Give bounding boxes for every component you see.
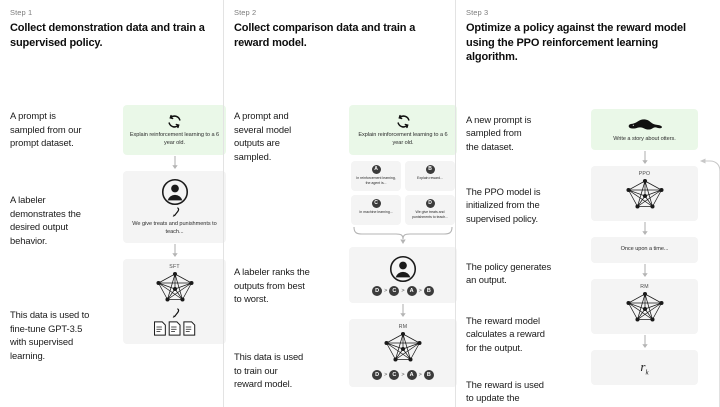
rm-rank-chip-4: B — [423, 369, 434, 380]
step-3-column: Step 3 Optimize a policy against the rew… — [455, 0, 720, 407]
ppo-model-caption: PPO — [638, 171, 651, 178]
step-3-note-1: A new prompt is sampled from the dataset… — [466, 113, 532, 152]
output-card-c[interactable]: C In machine learning... — [351, 194, 401, 225]
labeler-ranking: D > C > A > B — [355, 285, 451, 296]
step-2-title: Collect comparison data and train a rewa… — [234, 22, 416, 49]
rm-model-caption-step2: RM — [398, 323, 408, 330]
step-3-note-4: The reward model calculates a reward for… — [466, 314, 545, 353]
output-card-b[interactable]: B Explain reward... — [405, 160, 455, 191]
arrow-1-2 — [123, 243, 226, 259]
rank-chip-3: A — [406, 285, 417, 296]
output-text-c: In machine learning... — [359, 209, 393, 214]
step-2-note-2: A labeler ranks the outputs from best to… — [234, 266, 310, 305]
rm-model-card-step3[interactable]: RM — [591, 279, 698, 335]
rank-chip-4: B — [423, 285, 434, 296]
rm-rank-chip-3: A — [406, 369, 417, 380]
output-letter-a: A — [371, 164, 381, 174]
step-1-note-3: This data is used to fine-tune GPT-3.5 w… — [10, 309, 90, 361]
person-icon — [129, 178, 220, 206]
step-1-column: Step 1 Collect demonstration data and tr… — [0, 0, 226, 407]
step-1-flow: Explain reinforcement learning to a 6 ye… — [123, 105, 226, 345]
neural-net-icon — [129, 271, 220, 307]
sampled-outputs-grid: A In reinforcement learning, the agent i… — [349, 160, 457, 225]
rm-rank-sep-3: > — [418, 371, 422, 378]
loop-icon — [129, 114, 220, 129]
output-text-a: In reinforcement learning, the agent is.… — [356, 175, 396, 185]
rm-rank-chip-2: C — [389, 369, 400, 380]
rank-chip-1: D — [372, 285, 383, 296]
ppo-model-card[interactable]: PPO — [591, 166, 698, 222]
reward-symbol: rk — [640, 359, 649, 377]
prompt-card-step2[interactable]: Explain reinforcement learning to a 6 ye… — [349, 105, 457, 155]
rm-ranking: D > C > A > B — [355, 369, 451, 380]
policy-output-text: Once upon a time... — [620, 246, 669, 253]
arrow-2-1 — [349, 303, 457, 319]
labeler-card-step2[interactable]: D > C > A > B — [349, 246, 457, 303]
step-3-note-5: The reward is used to update the policy … — [466, 378, 544, 407]
arrow-3-4 — [591, 334, 698, 350]
rm-model-card-step2[interactable]: RM D > — [349, 318, 457, 387]
prompt-card-step2-text: Explain reinforcement learning to a 6 ye… — [358, 132, 448, 146]
step-2-note-1: A prompt and several model outputs are s… — [234, 110, 292, 162]
neural-net-icon — [597, 291, 692, 327]
rm-rank-sep-1: > — [384, 371, 388, 378]
rm-rank-sep-2: > — [401, 371, 405, 378]
step-3-note-3: The policy generates an output. — [466, 260, 552, 286]
output-letter-b: B — [425, 164, 435, 174]
rank-sep-3: > — [418, 287, 422, 294]
prompt-card-step1-text: Explain reinforcement learning to a 6 ye… — [129, 132, 220, 146]
sft-model-card[interactable]: SFT — [123, 259, 226, 345]
output-letter-c: C — [371, 198, 381, 208]
pen-icon — [129, 207, 220, 218]
neural-net-icon — [597, 178, 692, 214]
otter-icon — [597, 117, 692, 133]
step-1-label: Step 1 — [10, 8, 33, 17]
arrow-3-1 — [591, 150, 698, 166]
loop-icon — [355, 114, 451, 129]
arrow-3-3 — [591, 263, 698, 279]
prompt-card-step3[interactable]: Write a story about otters. — [591, 108, 698, 151]
prompt-card-step1[interactable]: Explain reinforcement learning to a 6 ye… — [123, 105, 226, 155]
prompt-card-step3-text: Write a story about otters. — [613, 135, 676, 142]
sft-model-caption: SFT — [169, 264, 180, 271]
documents-icon — [129, 320, 220, 337]
step-3-label: Step 3 — [466, 8, 489, 17]
reward-value-card[interactable]: rk — [591, 350, 698, 385]
arrow-3-2 — [591, 221, 698, 237]
arrow-1-1 — [123, 155, 226, 171]
step-1-note-1: A prompt is sampled from our prompt data… — [10, 110, 82, 149]
step-2-column: Step 2 Collect comparison data and train… — [223, 0, 457, 407]
rm-model-caption-step3: RM — [640, 284, 649, 291]
person-icon — [355, 255, 451, 283]
step-3-note-2: The PPO model is initialized from the su… — [466, 185, 541, 224]
brace-connector — [349, 225, 457, 247]
output-card-a[interactable]: A In reinforcement learning, the agent i… — [351, 160, 401, 191]
policy-output-card[interactable]: Once upon a time... — [591, 237, 698, 264]
output-card-d[interactable]: D We give treats and punishments to teac… — [405, 194, 455, 225]
rm-rank-chip-1: D — [372, 369, 383, 380]
rank-chip-2: C — [389, 285, 400, 296]
feedback-loop-arrow — [696, 127, 720, 407]
rank-sep-1: > — [384, 287, 388, 294]
step-3-flow: Write a story about otters. PPO — [591, 108, 698, 385]
neural-net-icon — [355, 331, 451, 367]
step-2-label: Step 2 — [234, 8, 257, 17]
step-1-note-2: A labeler demonstrates the desired outpu… — [10, 194, 81, 246]
labeler-card-step1-text: We give treats and punishments to teach.… — [132, 220, 217, 235]
step-2-flow: Explain reinforcement learning to a 6 ye… — [349, 105, 457, 387]
rank-sep-2: > — [401, 287, 405, 294]
step-2-note-3: This data is used to train our reward mo… — [234, 351, 304, 390]
output-letter-d: D — [425, 198, 435, 208]
pen-icon — [129, 308, 220, 319]
step-3-title: Optimize a policy against the reward mod… — [466, 22, 686, 64]
output-text-b: Explain reward... — [417, 175, 443, 180]
output-text-d: We give treats and punishments to teach.… — [411, 209, 448, 219]
labeler-card-step1[interactable]: We give treats and punishments to teach.… — [123, 170, 226, 244]
step-1-title: Collect demonstration data and train a s… — [10, 22, 205, 49]
